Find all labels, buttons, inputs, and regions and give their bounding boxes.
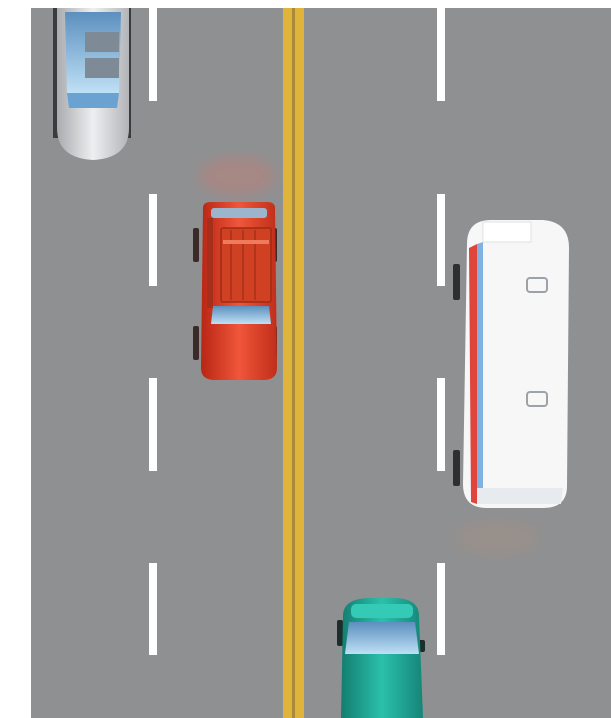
white-sedan-icon — [53, 8, 131, 160]
left-lane-markings — [149, 8, 157, 655]
lane-dash — [437, 8, 445, 101]
lane-dash — [149, 194, 157, 286]
road-illustration — [31, 8, 611, 718]
lane-dash — [437, 378, 445, 471]
lane-dash — [437, 194, 445, 286]
road-surface — [31, 8, 611, 718]
right-lane-markings — [437, 8, 445, 655]
lane-dash — [149, 563, 157, 655]
motion-blur — [455, 520, 539, 556]
red-pickup-truck-icon — [193, 202, 277, 380]
lane-dash — [149, 378, 157, 471]
green-car-icon — [337, 598, 425, 718]
lane-dash — [149, 8, 157, 101]
lane-dash — [437, 563, 445, 655]
white-bus-icon — [453, 220, 569, 508]
motion-blur — [199, 156, 275, 196]
center-double-yellow-line — [283, 8, 304, 718]
